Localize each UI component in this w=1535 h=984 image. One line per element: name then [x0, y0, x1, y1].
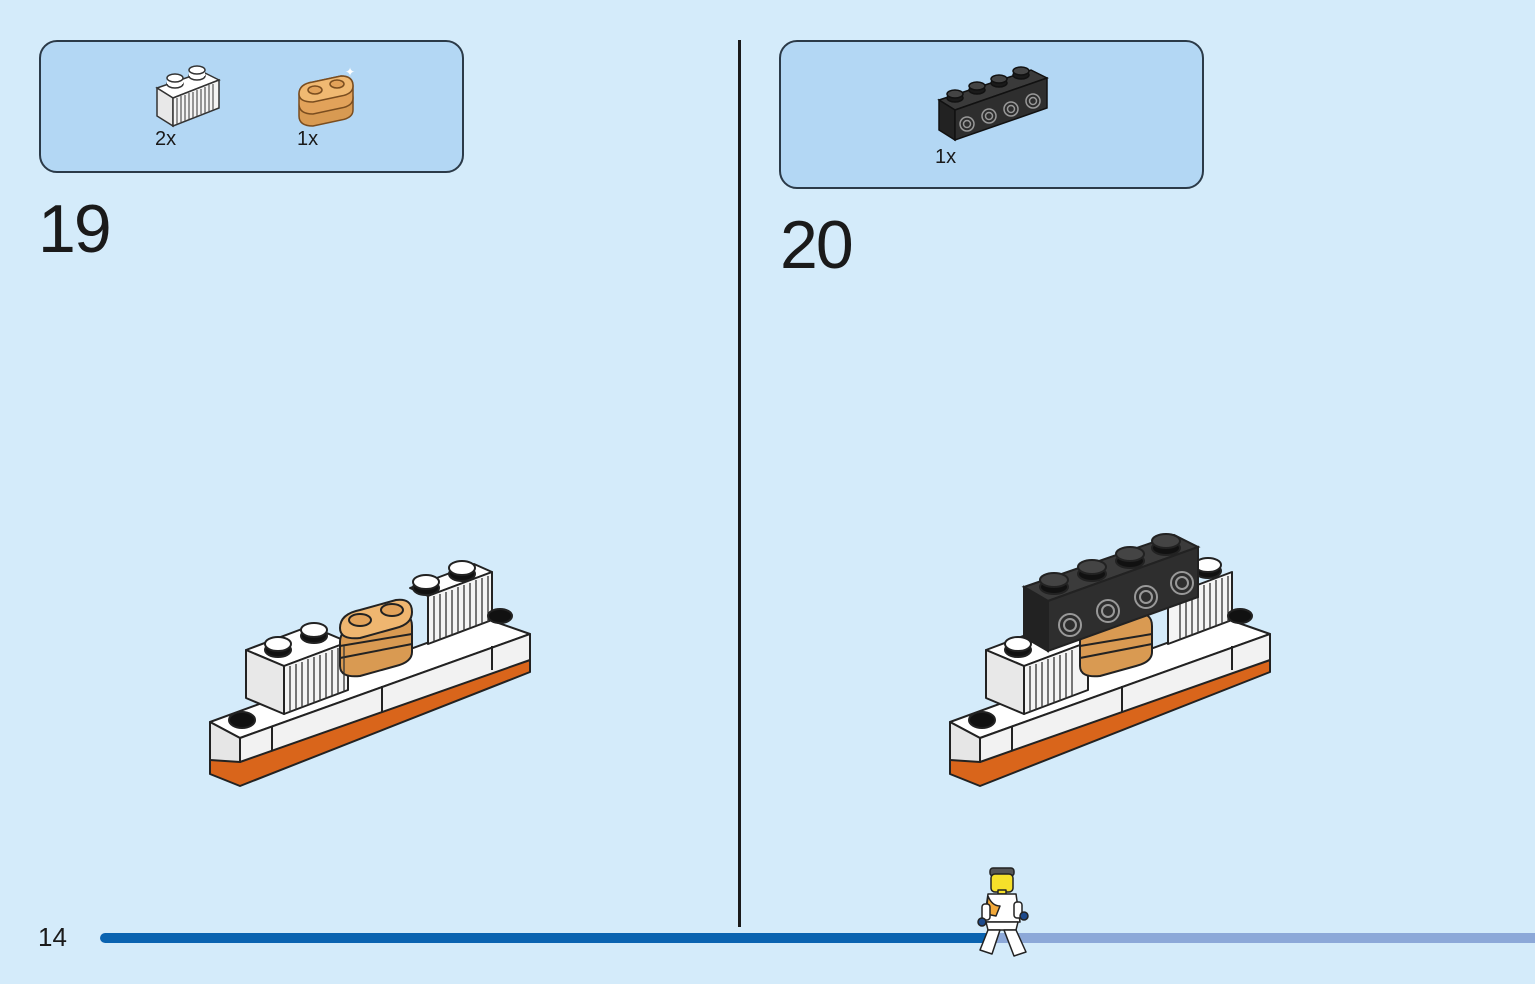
step-20-model-illustration [949, 533, 1271, 787]
progress-bar [100, 933, 1535, 943]
parts-callout-step-20: 1x [779, 40, 1204, 189]
step-number: 20 [780, 207, 854, 283]
step-19-model-illustration [209, 560, 531, 787]
minifigure-progress-marker-icon [977, 867, 1029, 957]
white-grille-brick-1x2-icon [155, 65, 221, 128]
part-qty: 2x [155, 128, 177, 150]
black-brick-1x4-side-studs-icon [937, 66, 1049, 142]
svg-text:✦: ✦ [345, 66, 355, 79]
step-number: 19 [38, 191, 112, 267]
page-number: 14 [38, 922, 67, 952]
part-qty: 1x [297, 128, 319, 150]
part-qty: 1x [935, 146, 957, 168]
step-divider [738, 40, 741, 927]
tan-round-plate-2x1-icon: ✦ [298, 66, 355, 127]
progress-bar-fill [100, 933, 990, 943]
parts-callout-step-19: 2x ✦ 1x [39, 40, 464, 173]
